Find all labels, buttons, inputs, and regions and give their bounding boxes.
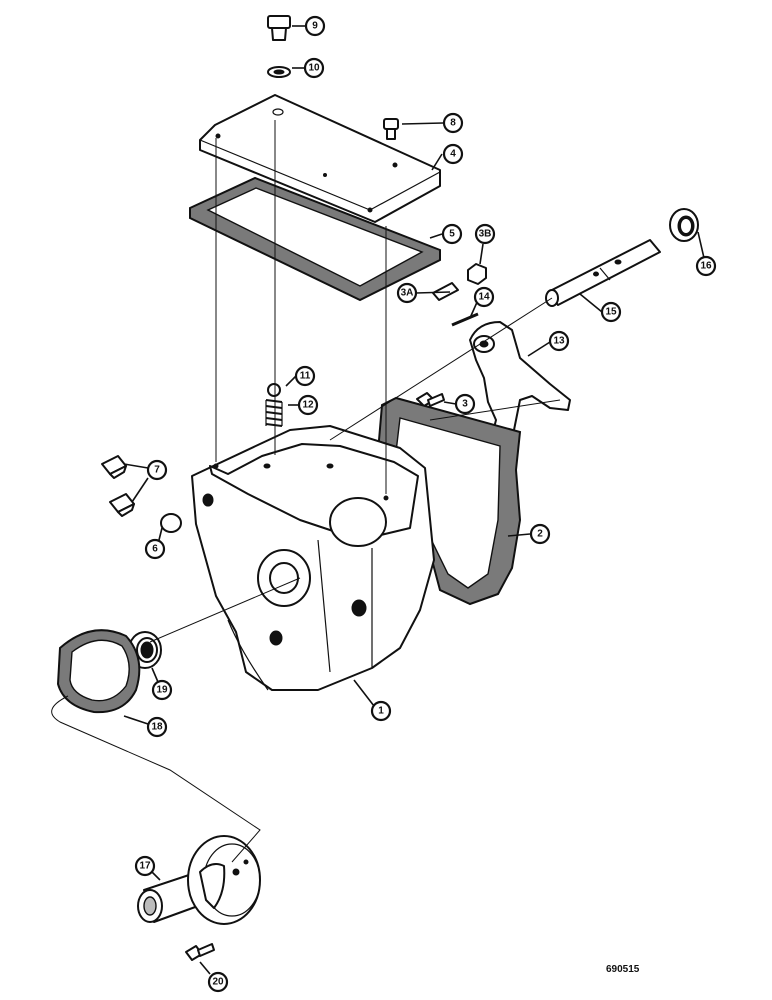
- callout-label: 15: [605, 307, 617, 318]
- part-6-plug-disc: [160, 513, 182, 533]
- callout-label: 17: [139, 861, 151, 872]
- callout-6: 6: [144, 538, 166, 560]
- callout-label: 11: [300, 371, 311, 382]
- callout-2: 2: [529, 523, 551, 545]
- part-4-cover-plate: [199, 94, 441, 223]
- leader-lines: [123, 25, 705, 975]
- part-16-seal: [669, 208, 699, 242]
- part-3b-nut: [467, 263, 487, 285]
- part-20-bolt: [185, 943, 215, 961]
- figure-code: 690515: [606, 964, 640, 975]
- part-2-housing-gasket: [376, 396, 522, 606]
- callout-label: 7: [154, 465, 160, 476]
- callout-7: 7: [146, 459, 168, 481]
- callout-label: 16: [700, 261, 712, 272]
- part-9-plug: [267, 15, 291, 41]
- part-18-ring-gasket: [56, 629, 141, 714]
- callout-label: 18: [151, 722, 163, 733]
- callout-label: 12: [302, 400, 314, 411]
- part-11-ball: [267, 383, 281, 397]
- part-8-bolt: [383, 118, 399, 140]
- alignment-lines: [51, 120, 561, 863]
- callout-label: 19: [156, 685, 168, 696]
- callout-label: 3A: [401, 288, 414, 299]
- callout-15: 15: [600, 301, 622, 323]
- callout-17: 17: [134, 855, 156, 877]
- part-15-shift-shaft: [545, 239, 661, 307]
- callout-5: 5: [441, 223, 463, 245]
- callout-3: 3: [454, 393, 476, 415]
- callout-8: 8: [442, 112, 464, 134]
- part-1-housing: [191, 425, 435, 691]
- callout-19: 19: [151, 679, 173, 701]
- part-12-spring: [265, 399, 283, 427]
- callout-20: 20: [207, 971, 229, 993]
- callout-1: 1: [370, 700, 392, 722]
- callout-label: 2: [537, 529, 543, 540]
- callout-13: 13: [548, 330, 570, 352]
- callout-3a: 3A: [396, 282, 418, 304]
- callout-label: 3: [462, 399, 468, 410]
- callout-10: 10: [303, 57, 325, 79]
- part-5-gasket: [189, 176, 441, 302]
- callout-label: 6: [152, 544, 158, 555]
- callout-label: 14: [478, 292, 490, 303]
- part-3-bolt: [416, 392, 445, 407]
- callout-label: 10: [308, 63, 320, 74]
- callout-3b: 3B: [474, 223, 496, 245]
- callout-14: 14: [473, 286, 495, 308]
- part-10-washer: [267, 66, 291, 78]
- part-7-plugs: [101, 455, 135, 517]
- callout-18: 18: [146, 716, 168, 738]
- callout-4: 4: [442, 143, 464, 165]
- callout-11: 11: [294, 365, 316, 387]
- callout-label: 8: [450, 118, 456, 129]
- callout-16: 16: [695, 255, 717, 277]
- callout-label: 13: [553, 336, 565, 347]
- callout-label: 4: [450, 149, 456, 160]
- callout-label: 20: [212, 977, 224, 988]
- callout-label: 5: [449, 229, 455, 240]
- callout-label: 1: [378, 706, 384, 717]
- callout-12: 12: [297, 394, 319, 416]
- part-14-pin: [451, 312, 479, 327]
- callout-label: 9: [312, 21, 318, 32]
- part-17-flanged-shaft: [137, 835, 261, 925]
- callout-9: 9: [304, 15, 326, 37]
- callout-label: 3B: [479, 229, 492, 240]
